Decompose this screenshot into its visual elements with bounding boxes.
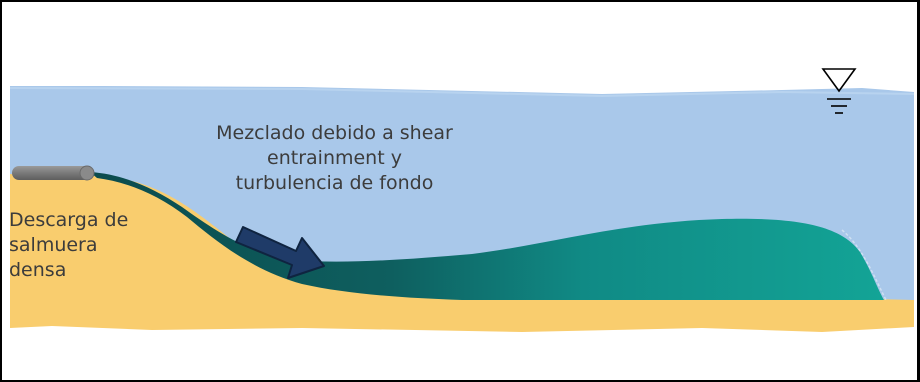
- discharge-label-line-3: densa: [9, 259, 67, 281]
- discharge-label-line-1: Descarga de: [9, 209, 129, 231]
- discharge-label-line-2: salmuera: [9, 234, 98, 256]
- water-surface-line: [9, 87, 915, 98]
- water-level-icon: [821, 68, 857, 114]
- mixing-label-line-3: turbulencia de fondo: [235, 172, 434, 194]
- mixing-label-line-1: Mezclado debido a shear: [216, 122, 453, 144]
- plume-front-edge: [841, 229, 887, 301]
- mixing-label-line-2: entrainment y: [267, 147, 402, 169]
- outfall-pipe-icon: [12, 165, 95, 181]
- flow-arrow-icon: [235, 226, 325, 279]
- mixing-label: Mezclado debido a shear entrainment y tu…: [197, 121, 472, 196]
- seabed: [10, 174, 914, 332]
- discharge-label: Descarga de salmuera densa: [9, 208, 128, 283]
- brine-plume: [90, 172, 884, 300]
